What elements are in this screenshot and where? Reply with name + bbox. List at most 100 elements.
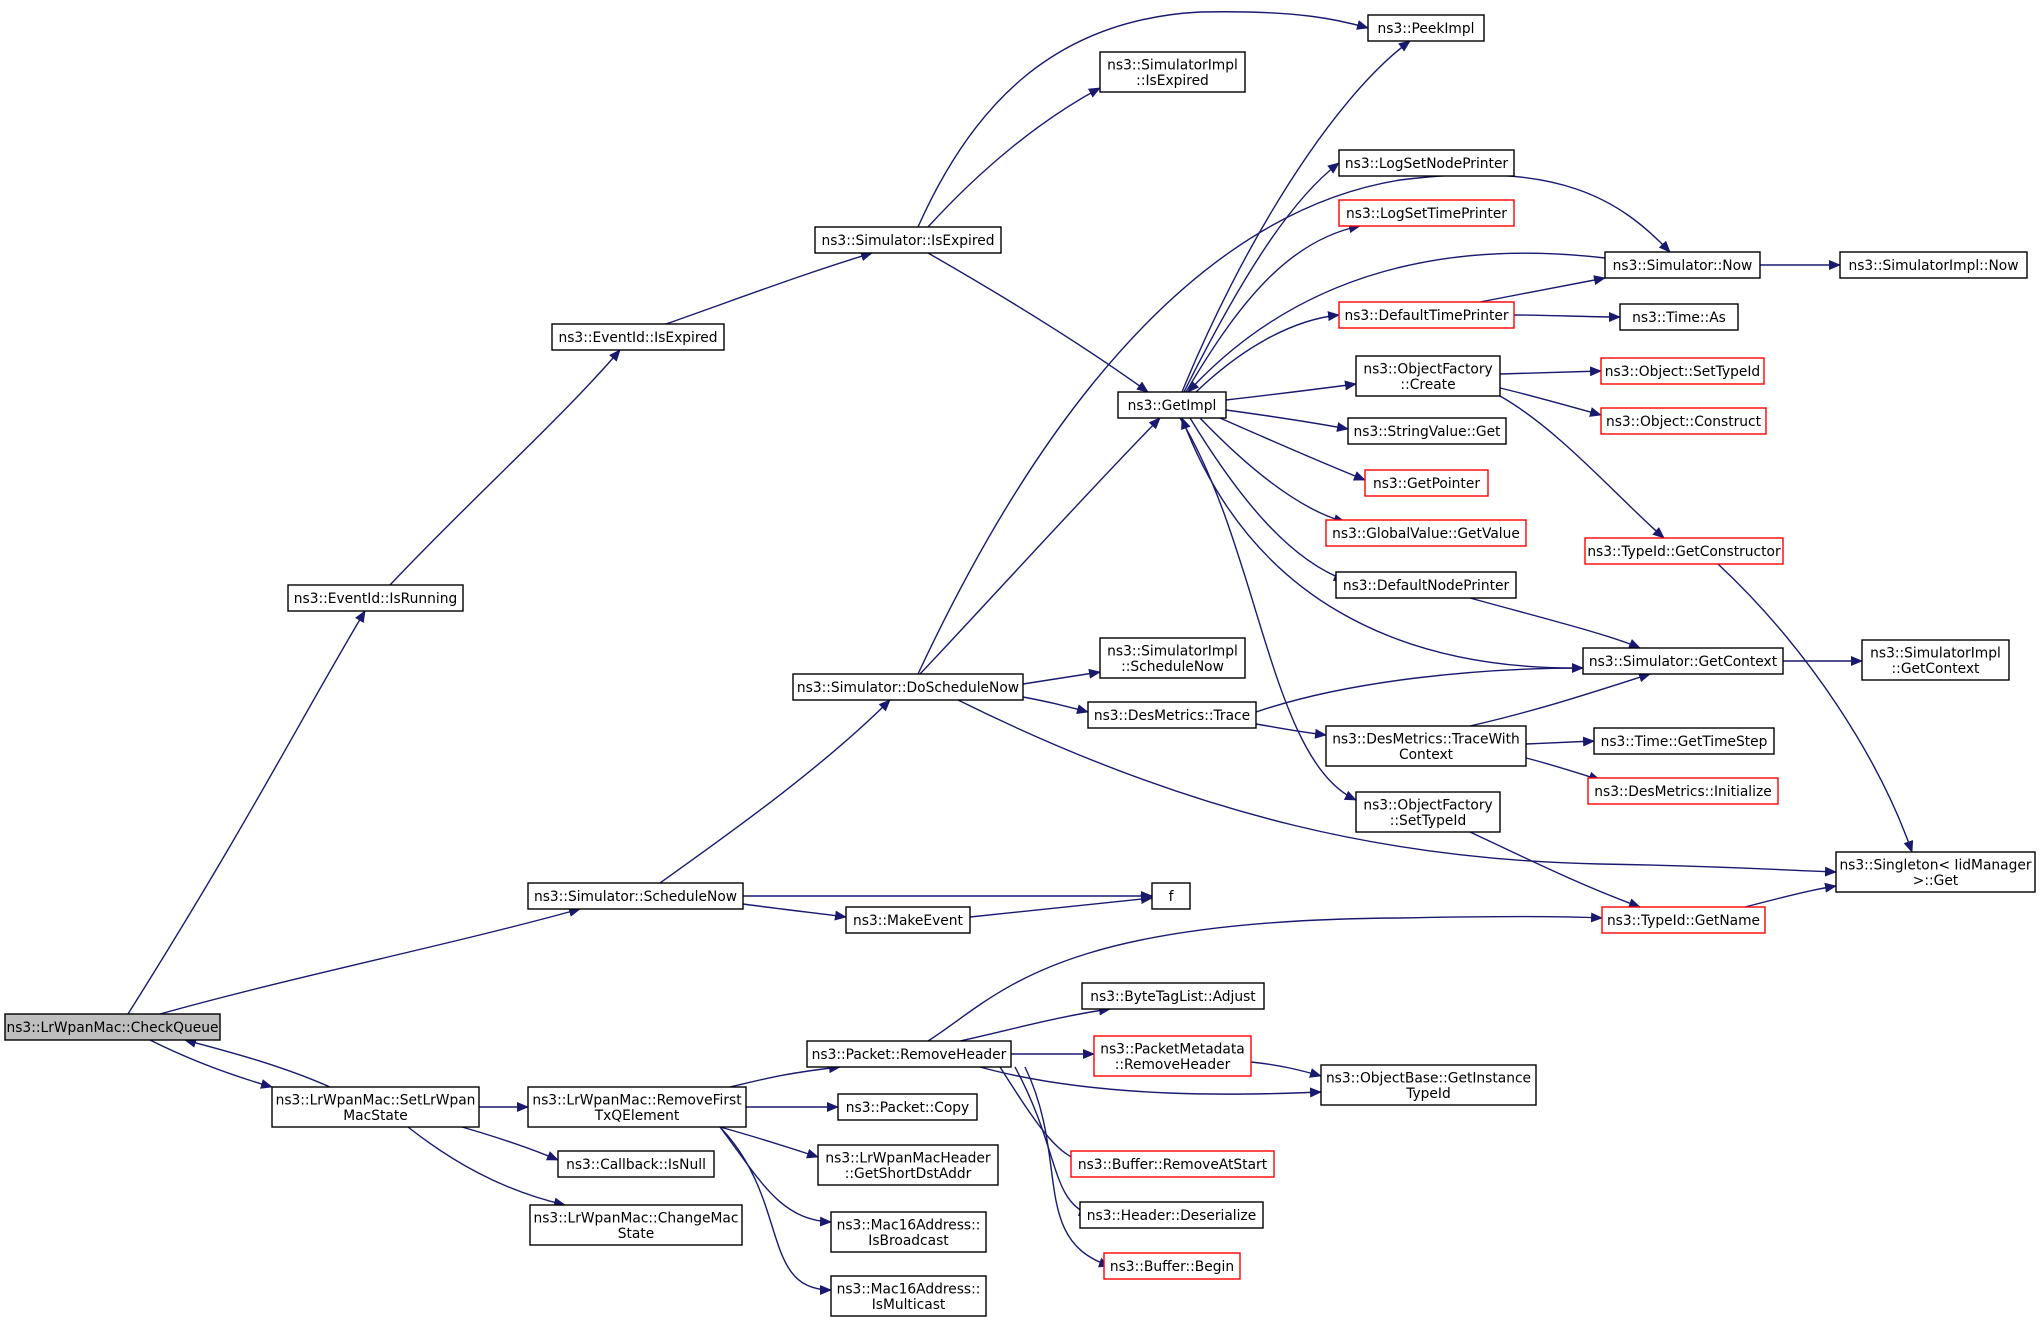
node-label: f xyxy=(1169,889,1175,905)
node-sim-isexpired[interactable]: ns3::Simulator::IsExpired xyxy=(814,226,1002,254)
node-time-as[interactable]: ns3::Time::As xyxy=(1619,303,1739,331)
node-mac16-isbroadcast[interactable]: ns3::Mac16Address::IsBroadcast xyxy=(830,1211,987,1253)
node-stringvalue-get[interactable]: ns3::StringValue::Get xyxy=(1347,417,1507,445)
edge-checkqueue-to-isrunning xyxy=(127,610,366,1015)
edge-sim_isexpired-to-getimpl xyxy=(927,252,1149,393)
node-isrunning[interactable]: ns3::EventId::IsRunning xyxy=(287,584,464,612)
node-eventid-isexpired[interactable]: ns3::EventId::IsExpired xyxy=(551,323,725,351)
node-getshortdstaddr[interactable]: ns3::LrWpanMacHeader::GetShortDstAddr xyxy=(817,1144,999,1186)
node-makeevent[interactable]: ns3::MakeEvent xyxy=(845,906,971,934)
edge-removefirsttxqelement-to-getshortdstaddr xyxy=(719,1126,819,1159)
node-packetmetadata-removeheader[interactable]: ns3::PacketMetadata::RemoveHeader xyxy=(1093,1035,1252,1077)
node-bytetaglist-adjust[interactable]: ns3::ByteTagList::Adjust xyxy=(1081,982,1265,1010)
node-label: ns3::MakeEvent xyxy=(853,913,963,929)
node-sim-now[interactable]: ns3::Simulator::Now xyxy=(1604,251,1761,279)
node-f[interactable]: f xyxy=(1151,882,1191,910)
node-box xyxy=(1619,303,1739,331)
node-getpointer[interactable]: ns3::GetPointer xyxy=(1364,469,1489,497)
node-label: MacState xyxy=(343,1108,407,1124)
edge-defaulttimeprinter-to-sim_now xyxy=(1479,275,1606,303)
edge-sim_getcontext-to-getimpl xyxy=(1181,417,1584,669)
edge-getimpl-to-peekimpl xyxy=(1181,40,1411,393)
node-label: ns3::Singleton< IidManager xyxy=(1839,857,2031,873)
node-label: ns3::Packet::RemoveHeader xyxy=(812,1047,1007,1063)
node-label: ::IsExpired xyxy=(1136,73,1209,89)
edge-sim_schedulenow-to-sim_doschedulenow xyxy=(659,699,891,884)
node-box xyxy=(1338,199,1515,227)
edge-defaultnodeprinter-to-sim_getcontext xyxy=(1469,597,1641,649)
node-desmetrics-initialize[interactable]: ns3::DesMetrics::Initialize xyxy=(1587,777,1779,805)
node-label: ns3::DefaultNodePrinter xyxy=(1343,578,1510,594)
node-box xyxy=(1604,251,1761,279)
node-packet-copy[interactable]: ns3::Packet::Copy xyxy=(837,1093,978,1121)
node-sim-schedulenow[interactable]: ns3::Simulator::ScheduleNow xyxy=(527,882,744,910)
node-label: TypeId xyxy=(1405,1086,1451,1102)
node-header-deserialize[interactable]: ns3::Header::Deserialize xyxy=(1079,1201,1264,1229)
edge-packetmetadata_removeheader-to-objectbase_getinstancetypeid xyxy=(1250,1061,1322,1078)
node-sim-doschedulenow[interactable]: ns3::Simulator::DoScheduleNow xyxy=(792,673,1024,701)
edge-isrunning-to-eventid_isexpired xyxy=(389,349,621,586)
node-label: ns3::EventId::IsExpired xyxy=(558,330,717,346)
node-defaulttimeprinter[interactable]: ns3::DefaultTimePrinter xyxy=(1338,301,1515,329)
node-simimpl-schedulenow[interactable]: ns3::SimulatorImpl::ScheduleNow xyxy=(1099,637,1246,679)
node-object-construct[interactable]: ns3::Object::Construct xyxy=(1600,407,1767,435)
node-callback-isnull[interactable]: ns3::Callback::IsNull xyxy=(557,1150,715,1178)
node-box xyxy=(1861,639,2010,681)
node-sim-getcontext[interactable]: ns3::Simulator::GetContext xyxy=(1582,647,1784,675)
node-label: ns3::Object::Construct xyxy=(1606,414,1762,430)
node-label: ns3::DesMetrics::TraceWith xyxy=(1332,731,1520,747)
edge-sim_isexpired-to-peekimpl xyxy=(917,11,1369,228)
node-objfactory-settypeid[interactable]: ns3::ObjectFactory::SetTypeId xyxy=(1355,791,1501,833)
node-time-gettimestep[interactable]: ns3::Time::GetTimeStep xyxy=(1593,727,1775,755)
node-label: ns3::Buffer::Begin xyxy=(1110,1259,1234,1275)
node-buffer-removeatstart[interactable]: ns3::Buffer::RemoveAtStart xyxy=(1070,1150,1275,1178)
node-simimpl-isexpired[interactable]: ns3::SimulatorImpl::IsExpired xyxy=(1099,51,1246,93)
node-globalvalue-getvalue[interactable]: ns3::GlobalValue::GetValue xyxy=(1325,519,1527,547)
node-object-settypeid[interactable]: ns3::Object::SetTypeId xyxy=(1600,357,1765,385)
edge-desmetrics_trace-to-sim_getcontext xyxy=(1255,663,1584,713)
node-defaultnodeprinter[interactable]: ns3::DefaultNodePrinter xyxy=(1335,571,1517,599)
node-getimpl[interactable]: ns3::GetImpl xyxy=(1117,391,1227,419)
edge-typeid_getname-to-singleton_get xyxy=(1744,882,1837,908)
node-box xyxy=(1320,1064,1537,1106)
edge-packet_removeheader-to-header_deserialize xyxy=(1014,1066,1091,1216)
edge-checkqueue-to-sim_schedulenow xyxy=(159,907,581,1015)
node-checkqueue[interactable]: ns3::LrWpanMac::CheckQueue xyxy=(4,1013,221,1041)
edge-objfactory_create-to-object_settypeid xyxy=(1499,366,1602,377)
node-box xyxy=(1338,301,1515,329)
node-buffer-begin[interactable]: ns3::Buffer::Begin xyxy=(1103,1252,1241,1280)
edge-defaulttimeprinter-to-time_as xyxy=(1513,311,1621,322)
node-typeid-getconstructor[interactable]: ns3::TypeId::GetConstructor xyxy=(1584,537,1784,565)
edge-sim_doschedulenow-to-sim_now xyxy=(917,174,1671,675)
node-desmetrics-trace[interactable]: ns3::DesMetrics::Trace xyxy=(1087,701,1257,729)
node-logsetnodeprinter[interactable]: ns3::LogSetNodePrinter xyxy=(1338,149,1515,177)
node-box xyxy=(1355,355,1501,397)
edge-setlrwpanmacstate-to-changemacstate xyxy=(407,1126,566,1208)
node-label: ns3::Mac16Address:: xyxy=(837,1217,981,1233)
node-box xyxy=(1325,519,1527,547)
node-box xyxy=(4,1013,221,1041)
node-singleton-get[interactable]: ns3::Singleton< IidManager >::Get xyxy=(1835,851,2036,893)
node-mac16-ismulticast[interactable]: ns3::Mac16Address::IsMulticast xyxy=(830,1275,987,1317)
node-label: ns3::LrWpanMac::RemoveFirst xyxy=(532,1092,742,1108)
node-packet-removeheader[interactable]: ns3::Packet::RemoveHeader xyxy=(806,1040,1012,1068)
node-box xyxy=(1347,417,1507,445)
edge-sim_doschedulenow-to-getimpl xyxy=(919,417,1161,675)
node-objfactory-create[interactable]: ns3::ObjectFactory::Create xyxy=(1355,355,1501,397)
node-simimpl-now[interactable]: ns3::SimulatorImpl::Now xyxy=(1839,251,2028,279)
node-simimpl-getcontext[interactable]: ns3::SimulatorImpl::GetContext xyxy=(1861,639,2010,681)
node-label: ns3::DesMetrics::Initialize xyxy=(1594,784,1771,800)
node-box xyxy=(1582,647,1784,675)
node-logsettimeprinter[interactable]: ns3::LogSetTimePrinter xyxy=(1338,199,1515,227)
node-box xyxy=(557,1150,715,1178)
node-peekimpl[interactable]: ns3::PeekImpl xyxy=(1367,14,1485,42)
edge-sim_now-to-getimpl xyxy=(1187,252,1606,393)
node-typeid-getname[interactable]: ns3::TypeId::GetName xyxy=(1601,906,1766,934)
node-box xyxy=(271,1086,480,1128)
